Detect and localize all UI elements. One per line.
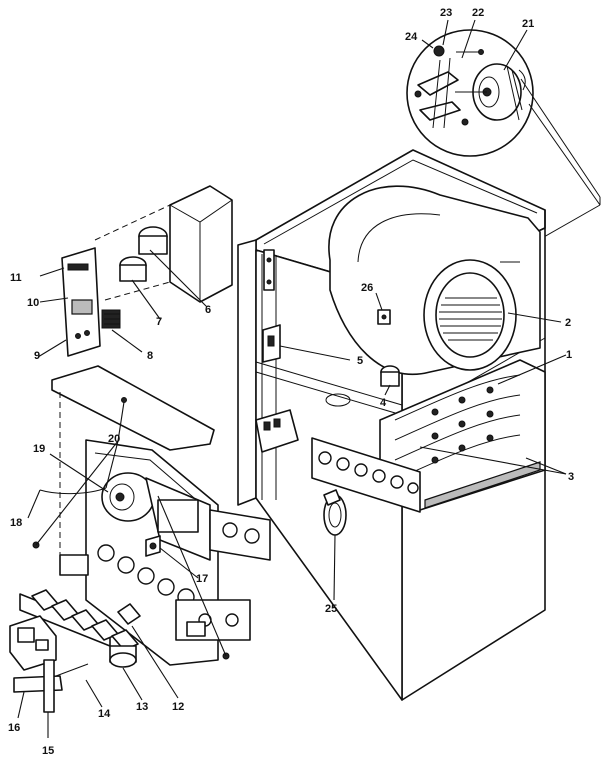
callout-14: 14 [98,708,111,720]
callout-8: 8 [147,350,153,362]
callout-7: 7 [156,316,162,328]
callout-20: 20 [108,433,120,445]
gas-manifold [19,589,141,668]
door-switch-fins [101,309,121,329]
blower-wheel-slats [439,297,502,341]
callout-10: 10 [27,297,39,309]
burner-face-panel [311,437,421,513]
callout-1: 1 [566,349,572,361]
callout-13: 13 [136,701,148,713]
callout-19: 19 [33,443,45,455]
callout-12: 12 [172,701,184,713]
callout-3: 3 [568,471,574,483]
control-board-bracket [61,247,121,357]
callout-17: 17 [196,573,208,585]
inducer-motor [323,489,347,536]
callout-18: 18 [10,517,22,529]
callout-26: 26 [361,282,373,294]
callout-16: 16 [8,722,20,734]
burner-assembly-panel [32,439,271,666]
callout-21: 21 [522,18,534,30]
ignition-module [255,393,351,453]
callout-22: 22 [472,7,484,19]
burner-box-top-plate [51,365,215,555]
callout-5: 5 [357,355,363,367]
blower-motor-detail [406,29,534,157]
blower-housing [328,185,541,375]
callout-9: 9 [34,350,40,362]
callout-6: 6 [205,304,211,316]
callout-23: 23 [440,7,452,19]
callout-numbers: 23 22 21 24 26 2 1 5 4 3 25 11 10 9 8 7 … [8,7,574,757]
callout-24: 24 [405,31,418,43]
callout-4: 4 [380,397,387,409]
gas-valve [9,615,89,713]
callout-25: 25 [325,603,337,615]
callout-11: 11 [10,272,22,284]
leader-lines [17,19,567,738]
pressure-switch [380,365,400,387]
transformer [119,226,168,282]
callout-15: 15 [42,745,54,757]
junction-box-cover [94,185,233,303]
control-bracket [262,324,281,363]
callout-2: 2 [565,317,571,329]
